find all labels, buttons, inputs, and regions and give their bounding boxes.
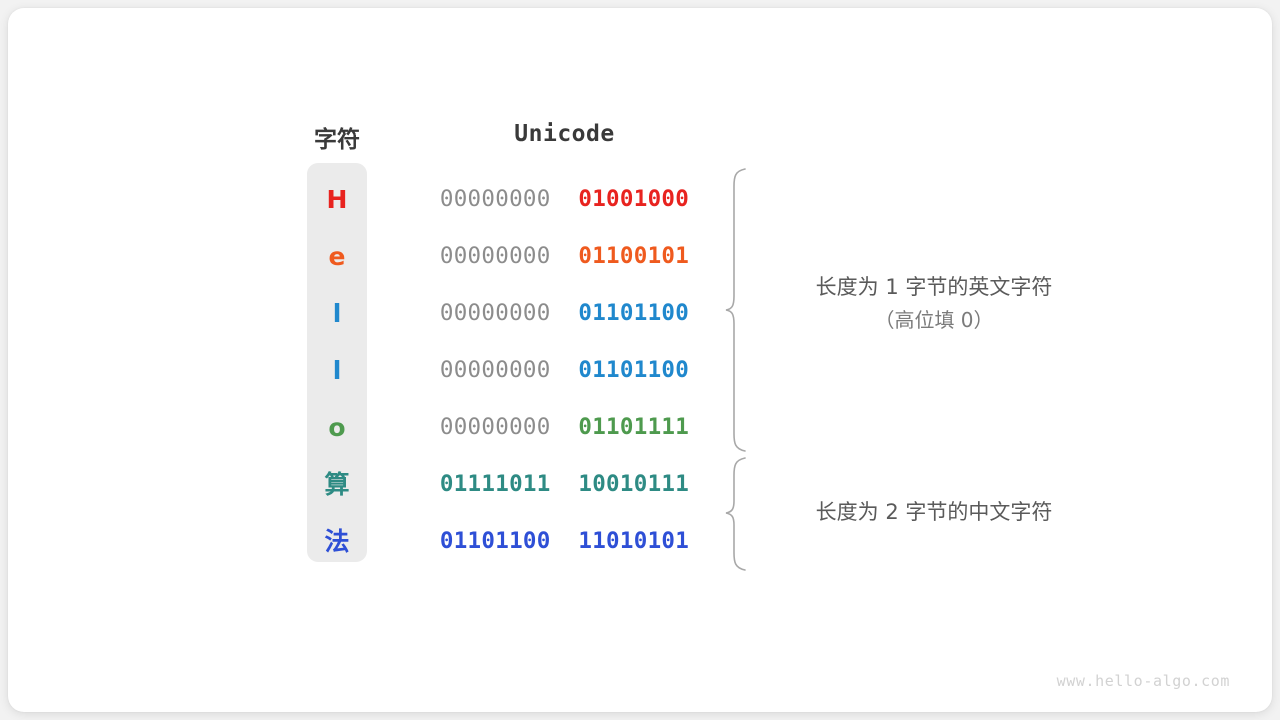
- unicode-low-byte: 01101111: [578, 414, 690, 440]
- character-glyph: l: [332, 299, 342, 328]
- unicode-low-byte: 11010101: [578, 528, 690, 554]
- unicode-high-byte: 01111011: [439, 471, 551, 497]
- encoding-row: e 00000000 01100101: [8, 228, 1272, 285]
- encoding-row: 算 01111011 10010111: [8, 456, 1272, 513]
- unicode-bits: 00000000 01101100: [423, 285, 706, 342]
- encoding-row: H 00000000 01001000: [8, 171, 1272, 228]
- column-header-character: 字符: [314, 127, 360, 153]
- unicode-high-byte: 01101100: [439, 528, 551, 554]
- unicode-high-byte: 00000000: [439, 357, 551, 383]
- annotation-ascii-line1: 长度为 1 字节的英文字符: [815, 275, 1053, 299]
- unicode-bits: 00000000 01100101: [423, 228, 706, 285]
- annotation-ascii-line2: （高位填 0）: [874, 308, 994, 332]
- unicode-high-byte: 00000000: [439, 414, 551, 440]
- unicode-high-byte: 00000000: [439, 186, 551, 212]
- unicode-high-byte: 00000000: [439, 300, 551, 326]
- unicode-bits: 00000000 01101111: [423, 399, 706, 456]
- encoding-row: l 00000000 01101100: [8, 285, 1272, 342]
- unicode-bits: 01101100 11010101: [423, 513, 706, 570]
- unicode-low-byte: 01101100: [578, 300, 690, 326]
- unicode-low-byte: 01101100: [578, 357, 690, 383]
- unicode-bits: 01111011 10010111: [423, 456, 706, 513]
- character-glyph: e: [328, 242, 346, 271]
- character-column-panel: [307, 163, 367, 562]
- annotation-cjk: 长度为 2 字节的中文字符: [764, 495, 1104, 529]
- unicode-low-byte: 01100101: [578, 243, 690, 269]
- character-glyph: H: [326, 185, 348, 214]
- character-glyph: 法: [324, 527, 350, 556]
- encoding-row: o 00000000 01101111: [8, 399, 1272, 456]
- unicode-bits: 00000000 01001000: [423, 171, 706, 228]
- annotation-ascii: 长度为 1 字节的英文字符 （高位填 0）: [764, 270, 1104, 336]
- encoding-row: 法 01101100 11010101: [8, 513, 1272, 570]
- column-header-unicode: Unicode: [514, 121, 615, 147]
- annotation-cjk-line1: 长度为 2 字节的中文字符: [815, 500, 1053, 524]
- encoding-row: l 00000000 01101100: [8, 342, 1272, 399]
- character-glyph: 算: [324, 470, 350, 499]
- figure-card: 字符 Unicode H 00000000 01001000 e 00000000 0…: [8, 8, 1272, 712]
- unicode-high-byte: 00000000: [439, 243, 551, 269]
- character-glyph: o: [328, 413, 346, 442]
- character-glyph: l: [332, 356, 342, 385]
- figure-stage: 字符 Unicode H 00000000 01001000 e 00000000 0…: [8, 8, 1272, 712]
- unicode-low-byte: 10010111: [578, 471, 690, 497]
- watermark: www.hello-algo.com: [1056, 672, 1230, 690]
- unicode-bits: 00000000 01101100: [423, 342, 706, 399]
- unicode-low-byte: 01001000: [578, 186, 690, 212]
